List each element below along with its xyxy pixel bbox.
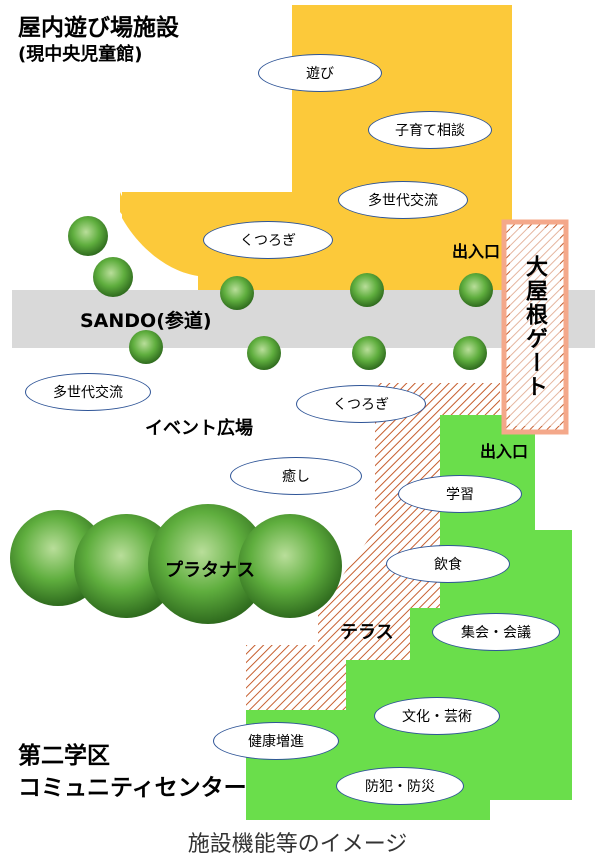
small-trees — [68, 216, 493, 370]
terrace-label: テラス — [340, 622, 394, 643]
oval-kenko: 健康増進 — [213, 722, 339, 760]
oval-tasedai-top: 多世代交流 — [338, 181, 468, 219]
oval-inshoku: 飲食 — [386, 545, 510, 583]
tree — [247, 336, 281, 370]
oval-asobi: 遊び — [258, 54, 382, 92]
entrance-top-label: 出入口 — [452, 242, 501, 261]
tree — [74, 514, 178, 618]
tree — [68, 216, 108, 256]
tree — [129, 330, 163, 364]
tree — [220, 276, 254, 310]
oval-kutsurogi-mid: くつろぎ — [296, 385, 426, 423]
oval-gakushu: 学習 — [398, 475, 522, 513]
center-subtitle: コミュニティセンター — [18, 775, 247, 801]
tree — [352, 336, 386, 370]
tree — [93, 257, 133, 297]
gate-label: 大屋根ゲート — [522, 255, 547, 399]
tree — [350, 273, 384, 307]
oval-bohan: 防犯・防災 — [336, 767, 464, 805]
tree — [238, 514, 342, 618]
platanus-trees — [10, 504, 342, 624]
terrace-area — [246, 383, 500, 710]
indoor-title: 屋内遊び場施設 — [18, 15, 179, 41]
event-plaza-label: イベント広場 — [145, 418, 253, 439]
oval-iyashi: 癒し — [230, 457, 362, 495]
center-title: 第二学区 — [18, 743, 110, 769]
oval-kosodate: 子育て相談 — [368, 111, 492, 149]
tree — [148, 504, 268, 624]
sando-label: SANDO(参道) — [80, 310, 212, 332]
indoor-subtitle: (現中央児童館) — [18, 44, 143, 65]
entrance-bottom-label: 出入口 — [480, 442, 529, 461]
indoor-play-area — [120, 5, 512, 290]
tree — [459, 273, 493, 307]
tree — [453, 336, 487, 370]
figure-caption: 施設機能等のイメージ — [187, 832, 408, 857]
oval-tasedai-left: 多世代交流 — [25, 373, 151, 411]
big-roof-gate-inner — [510, 228, 560, 426]
indoor-play-curve — [122, 192, 198, 276]
oval-kutsurogi-top: くつろぎ — [203, 221, 333, 259]
oval-shukai: 集会・会議 — [432, 613, 560, 651]
sando-road — [12, 290, 595, 348]
oval-bunka: 文化・芸術 — [374, 697, 500, 735]
platanus-label: プラタナス — [165, 560, 255, 581]
